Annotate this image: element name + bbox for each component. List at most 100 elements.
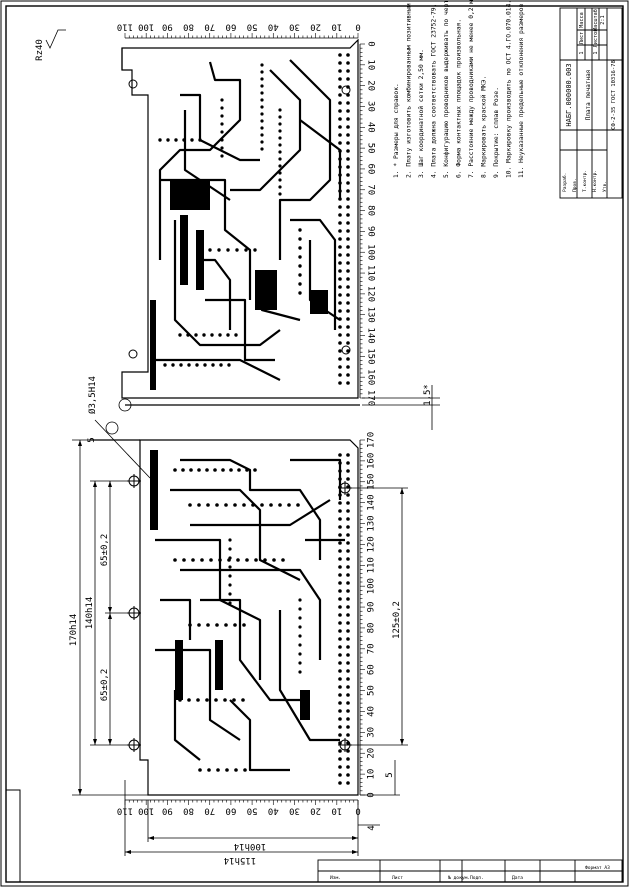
ruler-width-bottom-label: 80: [183, 806, 194, 816]
solder-pad: [338, 93, 342, 97]
stamp-column-label: Дата: [512, 875, 523, 881]
solder-pad: [346, 733, 350, 737]
solder-pad: [219, 363, 223, 367]
solder-pad: [338, 573, 342, 577]
mass-label: Масса: [579, 12, 585, 28]
solder-pad: [260, 133, 264, 137]
solder-pad: [338, 637, 342, 641]
solder-pad: [338, 453, 342, 457]
solder-pad: [346, 149, 350, 153]
ruler-length-top-label: 50: [366, 143, 376, 154]
solder-pad: [278, 136, 282, 140]
solder-pad: [296, 503, 300, 507]
copper-track: [160, 598, 192, 640]
solder-pad: [346, 133, 350, 137]
copper-track: [180, 458, 322, 560]
ruler-length-bottom-label: 170: [367, 432, 377, 448]
copper-track: [290, 458, 342, 500]
solder-pad: [346, 117, 350, 121]
solder-pad: [346, 173, 350, 177]
scale-value: 2:1: [600, 15, 606, 24]
solder-pad: [346, 333, 350, 337]
ruler-length-top-label: 140: [366, 327, 376, 343]
solder-pad: [346, 749, 350, 753]
solder-pad: [346, 573, 350, 577]
solder-pad: [278, 108, 282, 112]
solder-pad: [338, 597, 342, 601]
solder-pad: [281, 558, 285, 562]
solder-pad: [346, 453, 350, 457]
dimension-arrows: [78, 440, 404, 854]
solder-pad: [298, 246, 302, 250]
solder-pad: [226, 333, 230, 337]
solder-pad: [346, 501, 350, 505]
solder-pad: [346, 725, 350, 729]
solder-pad: [338, 701, 342, 705]
solder-pad: [338, 661, 342, 665]
solder-pad: [346, 765, 350, 769]
solder-pad: [220, 114, 224, 118]
solder-pad: [338, 653, 342, 657]
dim-thickness: 1,5*: [423, 384, 433, 406]
solder-pad: [346, 525, 350, 529]
solder-pad: [166, 138, 170, 142]
format-label: Формат А3: [585, 865, 610, 871]
solder-pad: [338, 317, 342, 321]
solder-pad: [198, 768, 202, 772]
solder-pad: [278, 122, 282, 126]
ruler-width-top-label: 100: [138, 22, 154, 32]
solder-pad: [338, 525, 342, 529]
solder-pad: [218, 558, 222, 562]
solder-pad: [338, 69, 342, 73]
ruler-length-top-label: 130: [366, 307, 376, 323]
solder-pad: [338, 493, 342, 497]
solder-pad: [338, 261, 342, 265]
solder-pad: [338, 285, 342, 289]
solder-pad: [338, 381, 342, 385]
solder-pad: [346, 317, 350, 321]
note-line: 3. Шаг координатной сетки 2,50 мм.: [417, 49, 425, 178]
solder-pad: [227, 363, 231, 367]
solder-pad: [205, 468, 209, 472]
solder-pad: [346, 773, 350, 777]
solder-pad: [338, 229, 342, 233]
solder-pad: [346, 277, 350, 281]
solder-pad: [346, 613, 350, 617]
solder-pad: [278, 157, 282, 161]
solder-pad: [346, 717, 350, 721]
solder-pad: [182, 138, 186, 142]
stamp-column-label: Лист: [392, 875, 403, 881]
solder-pad: [221, 468, 225, 472]
copper-track: [155, 538, 262, 680]
ruler-width-bottom-label: 70: [204, 806, 215, 816]
dim-hole-pitch-total: 140h14: [85, 597, 95, 630]
solder-pad: [338, 773, 342, 777]
solder-pad: [226, 248, 230, 252]
solder-pad: [338, 589, 342, 593]
solder-pad: [228, 574, 232, 578]
solder-pad: [287, 503, 291, 507]
ruler-length-bottom-label: 70: [367, 643, 377, 654]
solder-pad: [338, 149, 342, 153]
pcb-bottom-view: 0102030405060708090100110120130140150160…: [90, 432, 377, 816]
dim-board-width: 100h14: [234, 841, 267, 851]
ruler-length-bottom-label: 20: [367, 748, 377, 759]
mounting-holes-top: [128, 79, 351, 359]
solder-pad: [346, 653, 350, 657]
copper-track: [230, 69, 302, 192]
solder-pad: [338, 293, 342, 297]
ruler-length-bottom-label: 100: [367, 578, 377, 594]
note-line: 6. Форма контактных площадок произвольна…: [456, 19, 463, 178]
solder-pad: [163, 363, 167, 367]
solder-pad: [179, 363, 183, 367]
copper-track: [170, 488, 301, 581]
solder-pad: [346, 325, 350, 329]
solder-pad: [338, 133, 342, 137]
solder-pad: [346, 101, 350, 105]
solder-pad: [232, 698, 236, 702]
copper-track: [299, 119, 342, 200]
solder-pad: [338, 173, 342, 177]
solder-pad: [338, 141, 342, 145]
solder-pad: [233, 503, 237, 507]
